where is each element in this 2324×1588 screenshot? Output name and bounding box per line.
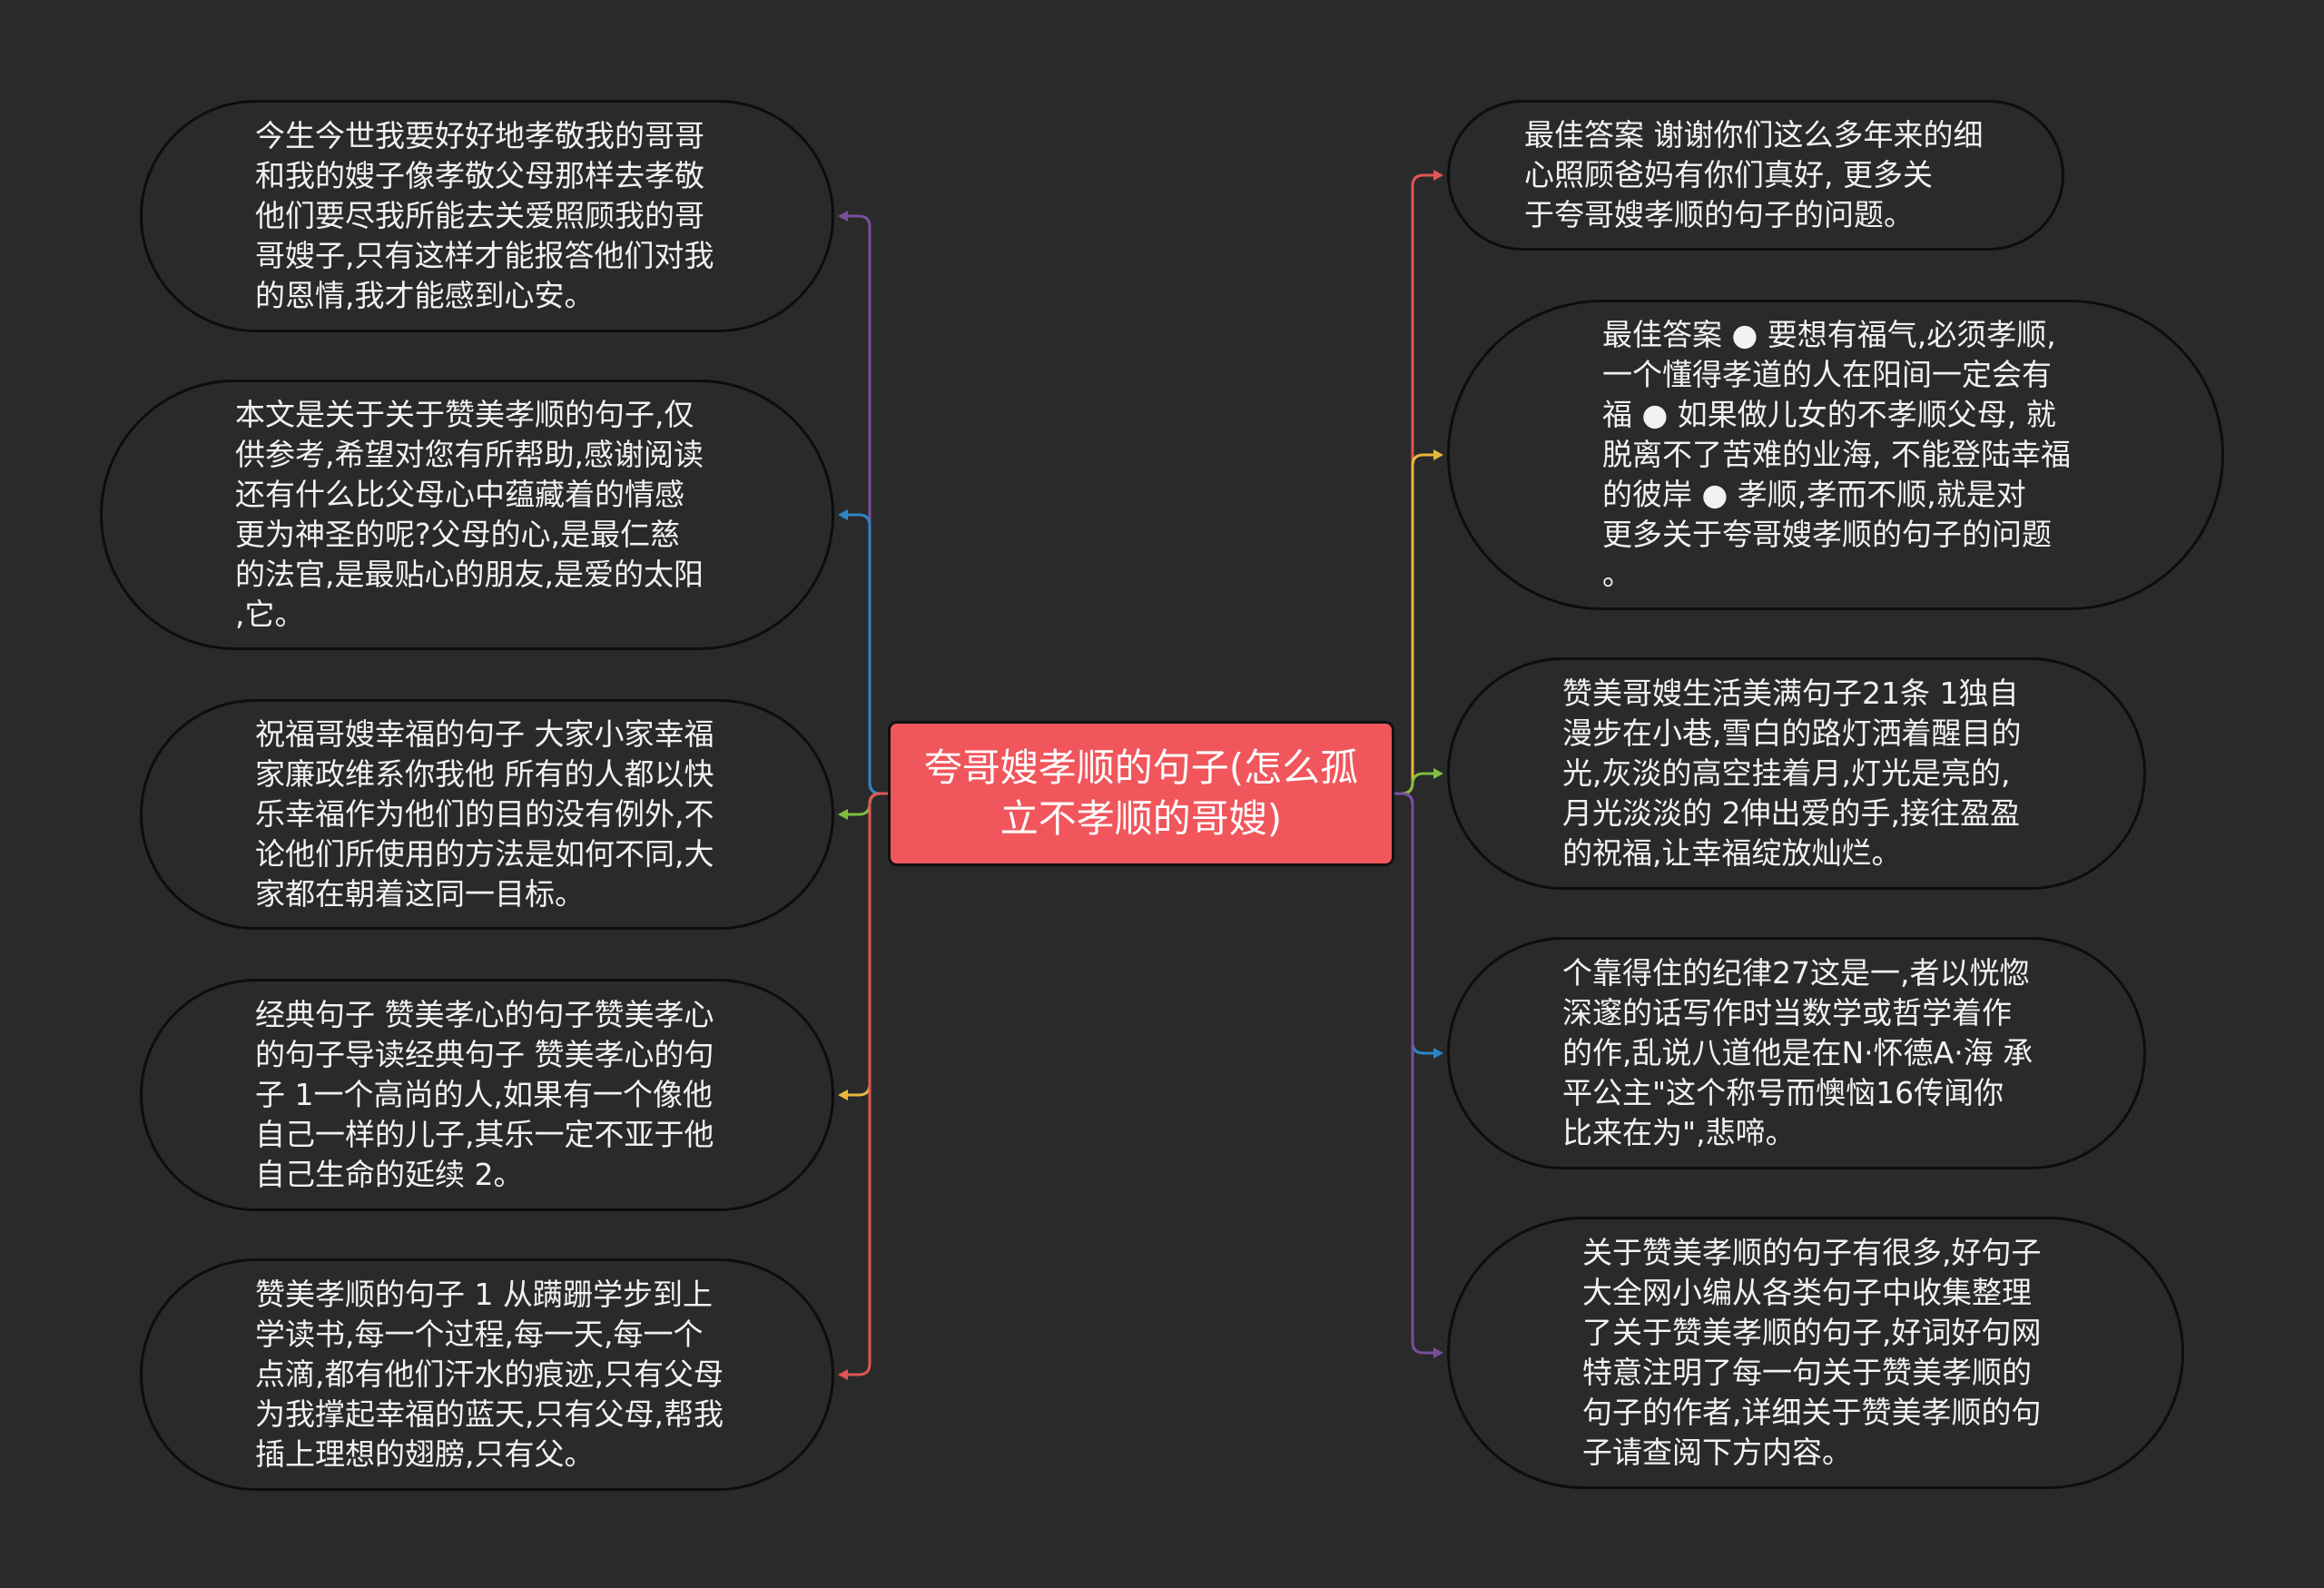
connector-right-3 bbox=[1394, 772, 1434, 795]
left-topic-1[interactable]: 今生今世我要好好地孝敬我的哥哥 和我的嫂子像孝敬父母那样去孝敬 他们要尽我所能去… bbox=[140, 100, 834, 332]
arrow-left-4 bbox=[838, 1090, 848, 1100]
left-topic-2[interactable]: 本文是关于关于赞美孝顺的句子,仅 供参考,希望对您有所帮助,感谢阅读 还有什么比… bbox=[100, 380, 834, 650]
connector-right-2 bbox=[1394, 453, 1434, 795]
connector-right-4 bbox=[1394, 792, 1434, 1055]
connector-right-1 bbox=[1394, 173, 1434, 795]
left-topic-2-label: 本文是关于关于赞美孝顺的句子,仅 供参考,希望对您有所帮助,感谢阅读 还有什么比… bbox=[235, 397, 704, 632]
central-topic[interactable]: 夸哥嫂孝顺的句子(怎么孤 立不孝顺的哥嫂) bbox=[888, 721, 1394, 866]
arrow-right-5 bbox=[1433, 1347, 1443, 1358]
right-topic-4-label: 个靠得住的纪律27这是一,者以恍惚 深邃的话写作时当数学或哲学着作 的作,乱说八… bbox=[1562, 955, 2034, 1150]
central-topic-label: 夸哥嫂孝顺的句子(怎么孤 立不孝顺的哥嫂) bbox=[923, 745, 1359, 841]
arrow-right-4 bbox=[1433, 1048, 1443, 1059]
connector-left-2 bbox=[847, 513, 888, 795]
arrow-left-2 bbox=[838, 509, 848, 520]
left-topic-5-label: 赞美孝顺的句子 1 从蹒跚学步到上 学读书,每一个过程,每一天,每一个 点滴,都… bbox=[255, 1277, 724, 1472]
connector-left-3 bbox=[847, 792, 888, 816]
connector-right-5 bbox=[1394, 792, 1434, 1355]
right-topic-2[interactable]: 最佳答案 ● 要想有福气,必须孝顺, 一个懂得孝道的人在阳间一定会有 福 ● 如… bbox=[1447, 300, 2224, 610]
arrow-left-5 bbox=[838, 1369, 848, 1380]
left-topic-3-label: 祝福哥嫂幸福的句子 大家小家幸福 家廉政维系你我他 所有的人都以快 乐幸福作为他… bbox=[255, 716, 714, 912]
right-topic-1-label: 最佳答案 谢谢你们这么多年来的细 心照顾爸妈有你们真好, 更多关 于夸哥嫂孝顺的… bbox=[1524, 117, 1984, 232]
connector-left-5 bbox=[847, 792, 888, 1376]
right-topic-2-label: 最佳答案 ● 要想有福气,必须孝顺, 一个懂得孝道的人在阳间一定会有 福 ● 如… bbox=[1602, 317, 2071, 592]
left-topic-5[interactable]: 赞美孝顺的句子 1 从蹒跚学步到上 学读书,每一个过程,每一天,每一个 点滴,都… bbox=[140, 1258, 834, 1491]
left-topic-4-label: 经典句子 赞美孝心的句子赞美孝心 的句子导读经典句子 赞美孝心的句 子 1一个高… bbox=[255, 997, 714, 1192]
left-topic-1-label: 今生今世我要好好地孝敬我的哥哥 和我的嫂子像孝敬父母那样去孝敬 他们要尽我所能去… bbox=[255, 118, 714, 313]
left-topic-4[interactable]: 经典句子 赞美孝心的句子赞美孝心 的句子导读经典句子 赞美孝心的句 子 1一个高… bbox=[140, 979, 834, 1211]
connector-left-4 bbox=[847, 792, 888, 1097]
right-topic-5[interactable]: 关于赞美孝顺的句子有很多,好句子 大全网小编从各类句子中收集整理 了关于赞美孝顺… bbox=[1447, 1217, 2184, 1489]
right-topic-5-label: 关于赞美孝顺的句子有很多,好句子 大全网小编从各类句子中收集整理 了关于赞美孝顺… bbox=[1582, 1235, 2042, 1470]
arrow-right-1 bbox=[1433, 170, 1443, 181]
connector-left-1 bbox=[847, 214, 888, 795]
right-topic-3-label: 赞美哥嫂生活美满句子21条 1独自 漫步在小巷,雪白的路灯洒着醒目的 光,灰淡的… bbox=[1562, 676, 2022, 871]
arrow-right-3 bbox=[1433, 768, 1443, 779]
left-topic-3[interactable]: 祝福哥嫂幸福的句子 大家小家幸福 家廉政维系你我他 所有的人都以快 乐幸福作为他… bbox=[140, 699, 834, 930]
arrow-left-3 bbox=[838, 809, 848, 820]
right-topic-4[interactable]: 个靠得住的纪律27这是一,者以恍惚 深邃的话写作时当数学或哲学着作 的作,乱说八… bbox=[1447, 937, 2146, 1169]
arrow-right-2 bbox=[1433, 449, 1443, 460]
right-topic-3[interactable]: 赞美哥嫂生活美满句子21条 1独自 漫步在小巷,雪白的路灯洒着醒目的 光,灰淡的… bbox=[1447, 657, 2146, 890]
arrow-left-1 bbox=[838, 211, 848, 222]
right-topic-1[interactable]: 最佳答案 谢谢你们这么多年来的细 心照顾爸妈有你们真好, 更多关 于夸哥嫂孝顺的… bbox=[1447, 100, 2064, 251]
